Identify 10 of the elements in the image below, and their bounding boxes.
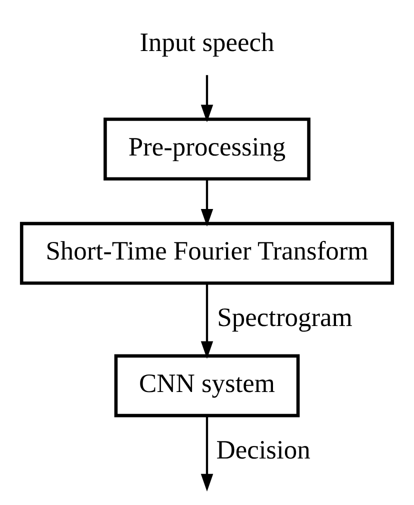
arrow bbox=[200, 179, 214, 227]
arrow bbox=[200, 284, 214, 359]
edge-label: Decision bbox=[216, 434, 310, 464]
node-text: Input speech bbox=[140, 27, 274, 58]
arrow bbox=[200, 416, 214, 492]
arrow bbox=[200, 75, 214, 122]
node-box: Short-Time Fourier Transform bbox=[20, 222, 394, 285]
node-box: Pre-processing bbox=[104, 118, 310, 180]
node-box: CNN system bbox=[114, 354, 300, 418]
edge-label: Spectrogram bbox=[217, 302, 352, 332]
